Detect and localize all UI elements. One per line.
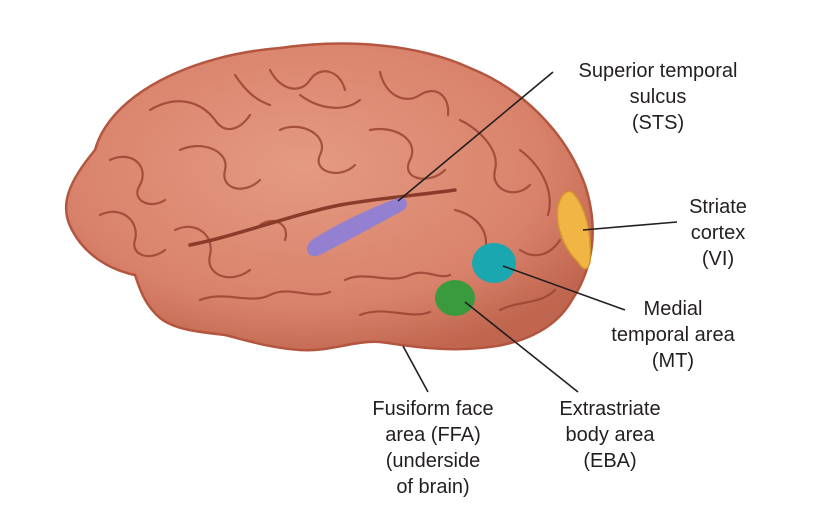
eba-label: Extrastriate body area (EBA)	[540, 396, 680, 474]
eba-label-line-3: (EBA)	[583, 450, 637, 472]
ffa-label-line-4: of brain)	[396, 476, 470, 498]
striate-cortex-label: Striate cortex (VI)	[668, 194, 768, 272]
lateral-fissure	[188, 188, 457, 247]
leader-lines	[397, 71, 678, 393]
striate-cortex-region	[556, 190, 592, 270]
ffa-label-line-1: Fusiform face	[372, 398, 494, 420]
mt-region	[472, 243, 516, 283]
striate-label-line-3: (VI)	[701, 248, 735, 270]
striate-label-line-1: Striate	[689, 196, 747, 218]
sts-leader-line	[397, 71, 554, 202]
sts-label-line-3: (STS)	[631, 112, 685, 134]
sts-label: Superior temporal sulcus (STS)	[555, 58, 761, 136]
eba-label-line-1: Extrastriate	[559, 398, 661, 420]
striate-label-line-2: cortex	[690, 222, 746, 244]
ffa-label: Fusiform face area (FFA) (underside of b…	[350, 396, 516, 500]
mt-label-line-3: (MT)	[651, 350, 695, 372]
ffa-leader-line	[402, 345, 429, 393]
sts-label-line-2: sulcus	[629, 86, 687, 108]
eba-region	[435, 280, 475, 316]
mt-label-line-2: temporal area	[611, 324, 735, 346]
eba-leader-line	[464, 301, 579, 393]
mt-leader-line	[502, 265, 626, 311]
ffa-label-line-2: area (FFA)	[385, 424, 481, 446]
striate-leader-line	[582, 221, 678, 231]
sts-label-line-1: Superior temporal	[578, 60, 738, 82]
mt-label-line-1: Medial	[643, 298, 703, 320]
eba-label-line-2: body area	[565, 424, 655, 446]
sts-region	[306, 197, 407, 257]
sulci	[98, 68, 562, 317]
mt-label: Medial temporal area (MT)	[590, 296, 756, 374]
ffa-label-line-3: (underside	[385, 450, 481, 472]
